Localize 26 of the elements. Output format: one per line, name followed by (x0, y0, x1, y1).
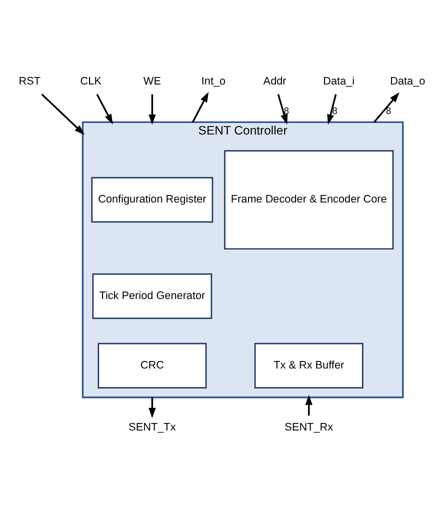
node-box: Configuration Register (91, 177, 214, 223)
arrow (277, 94, 288, 125)
arrow (305, 394, 312, 416)
arrow (192, 92, 209, 123)
arrow (373, 92, 400, 123)
edge-label: 8 (386, 106, 392, 118)
edge-label: 8 (332, 106, 338, 118)
node-box: CRC (98, 342, 207, 388)
node-text: Data_o (390, 76, 426, 88)
arrow (327, 94, 337, 125)
arrow (96, 94, 113, 124)
node-box: Tx & Rx Buffer (254, 342, 364, 388)
arrow (148, 94, 156, 125)
node-text: Int_o (201, 76, 226, 88)
node-text: RST (18, 76, 40, 88)
node-text: Addr (263, 76, 286, 88)
node-box: Tick Period Generator (92, 273, 212, 320)
node-text: SENT_Rx (284, 422, 334, 434)
arrow (41, 94, 85, 135)
edge-label: 8 (284, 106, 290, 118)
node-text: WE (143, 76, 161, 88)
node-box: Frame Decoder & Encoder Core (224, 150, 394, 250)
node-text: CLK (80, 76, 102, 88)
node-text: SENT_Tx (128, 422, 176, 434)
node-text: Data_i (323, 76, 355, 88)
arrow (148, 397, 156, 418)
